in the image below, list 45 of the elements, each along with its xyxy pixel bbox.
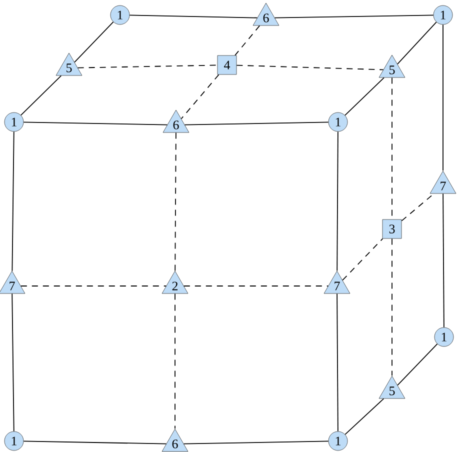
line [183,440,329,444]
circle-node: 1 [328,112,348,132]
dashed-line [77,64,218,68]
circle-node: 1 [434,327,454,347]
line [20,75,62,116]
dashed-line [174,132,176,272]
square-node: 3 [382,219,402,239]
line [344,77,384,116]
dashed-line [234,25,260,56]
line [442,24,444,172]
triangle-node: 5 [378,376,406,399]
triangle-node: 7 [0,270,26,294]
circle-node: 1 [433,5,453,25]
line [336,131,338,272]
dashed-line [236,64,384,70]
line [23,440,167,444]
line [23,122,168,126]
triangle-node: 7 [324,270,350,294]
line [397,22,437,65]
dashed-line [401,193,434,222]
line [336,293,338,432]
triangle-node: 7 [430,170,456,194]
triangle-node: 6 [162,110,190,133]
triangle-node: 6 [252,2,280,26]
circle-node: 1 [110,5,130,25]
triangle-node: 5 [56,52,82,76]
square-node: 4 [217,55,237,75]
triangle-node: 2 [162,270,188,294]
line [442,193,444,328]
line [344,398,384,435]
dashed-line [180,74,220,120]
line [74,22,114,63]
line [12,131,14,272]
line [274,14,434,18]
triangle-node: 5 [378,54,406,78]
circle-node: 1 [328,431,348,451]
line [184,122,329,126]
line [129,14,258,18]
dashed-line [342,238,384,281]
line [12,293,14,432]
circle-node: 1 [4,431,24,451]
dashed-line [174,293,176,430]
line [397,344,438,386]
circle-node: 1 [4,112,24,132]
triangle-node: 6 [162,428,188,452]
